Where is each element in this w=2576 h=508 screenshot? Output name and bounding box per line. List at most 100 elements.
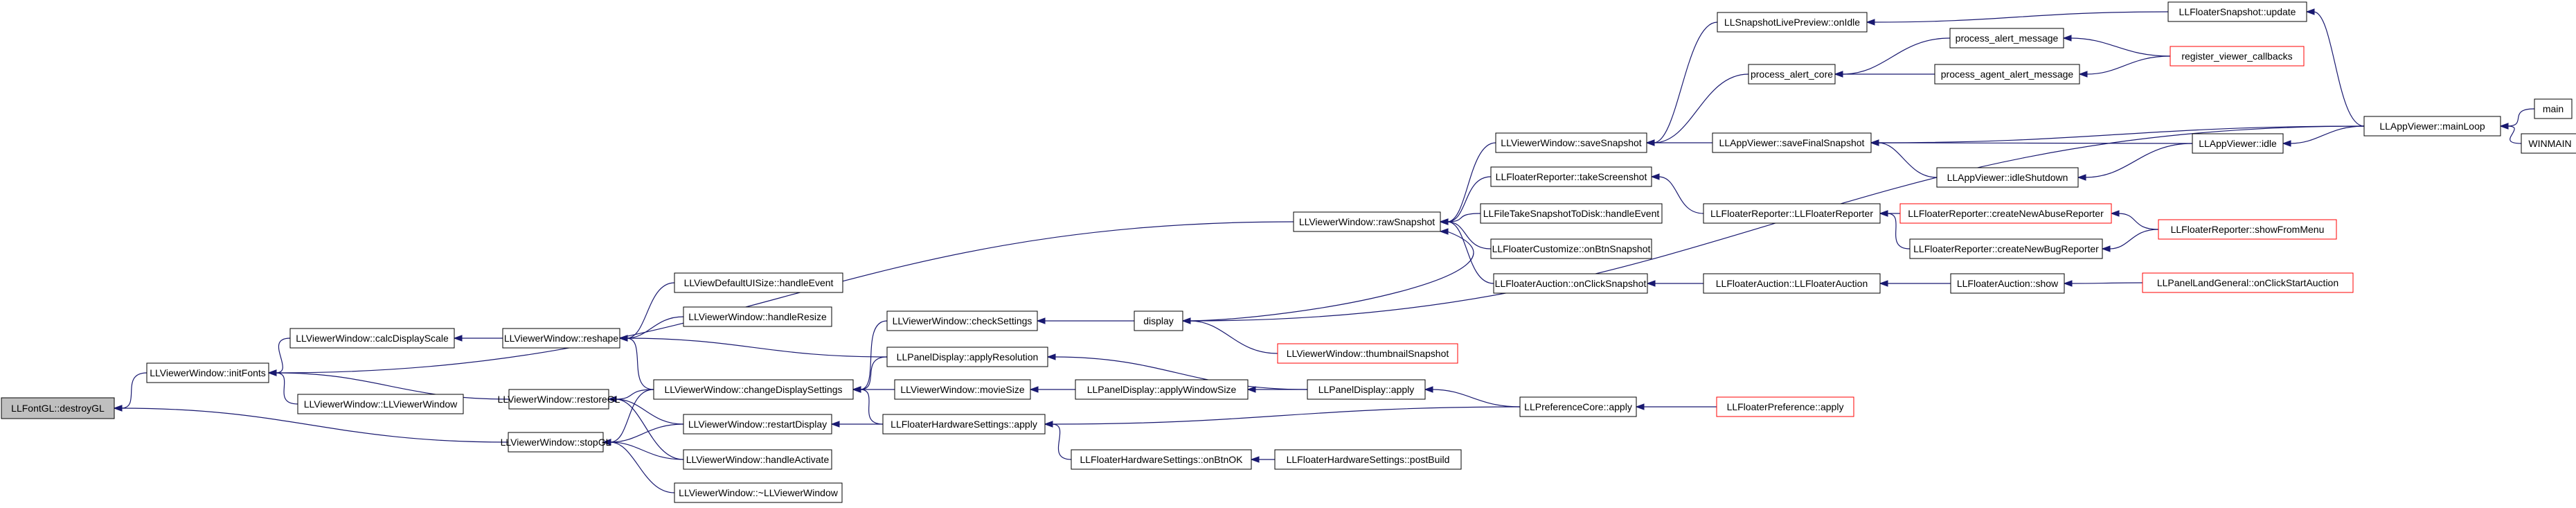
node-llfloaterauction-show[interactable]: LLFloaterAuction::show	[1950, 273, 2065, 294]
node-box[interactable]	[502, 328, 620, 349]
node-box[interactable]	[146, 362, 269, 383]
node-box[interactable]	[882, 414, 1046, 435]
node-box[interactable]	[289, 328, 455, 349]
node-box[interactable]	[1748, 64, 1836, 85]
node-box[interactable]	[1134, 310, 1183, 331]
node-main[interactable]: main	[2534, 98, 2573, 119]
node-llappviewer-idleshutdown[interactable]: LLAppViewer::idleShutdown	[1936, 167, 2079, 188]
node-llviewerwindow-llviewerwindow[interactable]: LLViewerWindow::~LLViewerWindow	[674, 482, 843, 503]
node-llviewerwindow-savesnapshot[interactable]: LLViewerWindow::saveSnapshot	[1495, 132, 1647, 153]
node-llappviewer-savefinalsnapshot[interactable]: LLAppViewer::saveFinalSnapshot	[1712, 132, 1872, 153]
node-box[interactable]	[2170, 46, 2305, 67]
node-llviewdefaultuisize-handleevent[interactable]: LLViewDefaultUISize::handleEvent	[674, 272, 843, 293]
node-llsnapshotlivepreview-onidle[interactable]: LLSnapshotLivePreview::onIdle	[1717, 12, 1868, 33]
node-llviewerwindow-restoregl[interactable]: LLViewerWindow::restoreGL	[498, 389, 620, 410]
node-llfloaterhardwaresettings-postbuild[interactable]: LLFloaterHardwareSettings::postBuild	[1274, 449, 1462, 470]
node-box[interactable]	[2534, 98, 2573, 119]
node-process-agent-alert-message[interactable]: process_agent_alert_message	[1934, 64, 2080, 85]
node-llviewerwindow-changedisplaysettings[interactable]: LLViewerWindow::changeDisplaySettings	[653, 379, 854, 400]
node-box[interactable]	[2521, 133, 2576, 154]
node-box[interactable]	[1909, 238, 2103, 259]
node-llfloaterauction-llfloaterauction[interactable]: LLFloaterAuction::LLFloaterAuction	[1703, 273, 1881, 294]
node-llviewerwindow-moviesize[interactable]: LLViewerWindow::movieSize	[894, 379, 1031, 400]
node-register-viewer-callbacks[interactable]: register_viewer_callbacks	[2170, 46, 2305, 67]
node-box[interactable]	[674, 272, 843, 293]
node-llviewerwindow-handleresize[interactable]: LLViewerWindow::handleResize	[683, 306, 832, 327]
node-process-alert-message[interactable]: process_alert_message	[1949, 28, 2064, 49]
node-box[interactable]	[2192, 133, 2284, 154]
node-box[interactable]	[1712, 132, 1872, 153]
node-llfloaterreporter-createnewabusereporter[interactable]: LLFloaterReporter::createNewAbuseReporte…	[1899, 203, 2112, 224]
node-box[interactable]	[674, 482, 843, 503]
node-box[interactable]	[886, 310, 1038, 331]
node-box[interactable]	[1519, 396, 1637, 417]
node-box[interactable]	[1, 397, 115, 419]
node-box[interactable]	[508, 389, 609, 410]
node-process-alert-core[interactable]: process_alert_core	[1748, 64, 1836, 85]
node-box[interactable]	[683, 306, 832, 327]
node-box[interactable]	[1899, 203, 2112, 224]
node-box[interactable]	[683, 449, 832, 470]
node-llfloaterauction-onclicksnapshot[interactable]: LLFloaterAuction::onClickSnapshot	[1493, 273, 1648, 294]
node-box[interactable]	[1075, 379, 1249, 400]
node-llappviewer-idle[interactable]: LLAppViewer::idle	[2192, 133, 2284, 154]
node-box[interactable]	[2142, 272, 2354, 293]
node-llviewerwindow-checksettings[interactable]: LLViewerWindow::checkSettings	[886, 310, 1038, 331]
node-llviewerwindow-rawsnapshot[interactable]: LLViewerWindow::rawSnapshot	[1293, 211, 1441, 232]
node-box[interactable]	[683, 414, 832, 435]
node-box[interactable]	[1703, 273, 1881, 294]
node-box[interactable]	[1493, 273, 1648, 294]
node-box[interactable]	[2158, 219, 2337, 240]
node-box[interactable]	[1071, 449, 1252, 470]
node-box[interactable]	[1307, 379, 1426, 400]
node-box[interactable]	[1716, 396, 1854, 417]
node-llfloaterreporter-llfloaterreporter[interactable]: LLFloaterReporter::LLFloaterReporter	[1703, 203, 1881, 224]
node-box[interactable]	[1936, 167, 2079, 188]
node-llfloaterhardwaresettings-onbtnok[interactable]: LLFloaterHardwareSettings::onBtnOK	[1071, 449, 1252, 470]
node-llviewerwindow-stopgl[interactable]: LLViewerWindow::stopGL	[501, 432, 611, 453]
node-llpanellandgeneral-onclickstartauction[interactable]: LLPanelLandGeneral::onClickStartAuction	[2142, 272, 2354, 293]
node-box[interactable]	[1274, 449, 1462, 470]
node-box[interactable]	[1934, 64, 2080, 85]
node-llviewerwindow-restartdisplay[interactable]: LLViewerWindow::restartDisplay	[683, 414, 832, 435]
node-llpaneldisplay-apply[interactable]: LLPanelDisplay::apply	[1307, 379, 1426, 400]
node-llviewerwindow-thumbnailsnapshot[interactable]: LLViewerWindow::thumbnailSnapshot	[1277, 343, 1458, 364]
node-box[interactable]	[1277, 343, 1458, 364]
node-llpaneldisplay-applywindowsize[interactable]: LLPanelDisplay::applyWindowSize	[1075, 379, 1249, 400]
node-box[interactable]	[1490, 238, 1652, 259]
node-box[interactable]	[1717, 12, 1868, 33]
node-llfloatercustomize-onbtnsnapshot[interactable]: LLFloaterCustomize::onBtnSnapshot	[1490, 238, 1652, 259]
node-llviewerwindow-reshape[interactable]: LLViewerWindow::reshape	[502, 328, 620, 349]
node-box[interactable]	[894, 379, 1031, 400]
node-box[interactable]	[508, 432, 604, 453]
node-llpaneldisplay-applyresolution[interactable]: LLPanelDisplay::applyResolution	[886, 347, 1048, 367]
node-box[interactable]	[2363, 116, 2501, 137]
node-llfloaterpreference-apply[interactable]: LLFloaterPreference::apply	[1716, 396, 1854, 417]
node-llfontgl-destroygl[interactable]: LLFontGL::destroyGL	[1, 397, 115, 419]
node-winmain[interactable]: WINMAIN	[2521, 133, 2576, 154]
node-box[interactable]	[1703, 203, 1881, 224]
node-llfloaterreporter-createnewbugreporter[interactable]: LLFloaterReporter::createNewBugReporter	[1909, 238, 2103, 259]
node-box[interactable]	[1490, 166, 1652, 187]
node-llpreferencecore-apply[interactable]: LLPreferenceCore::apply	[1519, 396, 1637, 417]
node-llappviewer-mainloop[interactable]: LLAppViewer::mainLoop	[2363, 116, 2501, 137]
node-llfiletakesnapshottodisk-handleevent[interactable]: LLFileTakeSnapshotToDisk::handleEvent	[1480, 203, 1663, 224]
node-llfloaterreporter-showfrommenu[interactable]: LLFloaterReporter::showFromMenu	[2158, 219, 2337, 240]
node-llfloaterreporter-takescreenshot[interactable]: LLFloaterReporter::takeScreenshot	[1490, 166, 1652, 187]
node-llviewerwindow-llviewerwindow[interactable]: LLViewerWindow::LLViewerWindow	[297, 394, 464, 414]
node-box[interactable]	[886, 347, 1048, 367]
node-llviewerwindow-initfonts[interactable]: LLViewerWindow::initFonts	[146, 362, 269, 383]
node-box[interactable]	[1495, 132, 1647, 153]
node-llfloatersnapshot-update[interactable]: LLFloaterSnapshot::update	[2167, 1, 2307, 22]
node-box[interactable]	[1949, 28, 2064, 49]
node-llviewerwindow-calcdisplayscale[interactable]: LLViewerWindow::calcDisplayScale	[289, 328, 455, 349]
node-box[interactable]	[1293, 211, 1441, 232]
node-llviewerwindow-handleactivate[interactable]: LLViewerWindow::handleActivate	[683, 449, 832, 470]
node-llfloaterhardwaresettings-apply[interactable]: LLFloaterHardwareSettings::apply	[882, 414, 1046, 435]
node-box[interactable]	[1950, 273, 2065, 294]
node-box[interactable]	[1480, 203, 1663, 224]
node-box[interactable]	[2167, 1, 2307, 22]
node-box[interactable]	[297, 394, 464, 414]
node-box[interactable]	[653, 379, 854, 400]
node-display[interactable]: display	[1134, 310, 1183, 331]
